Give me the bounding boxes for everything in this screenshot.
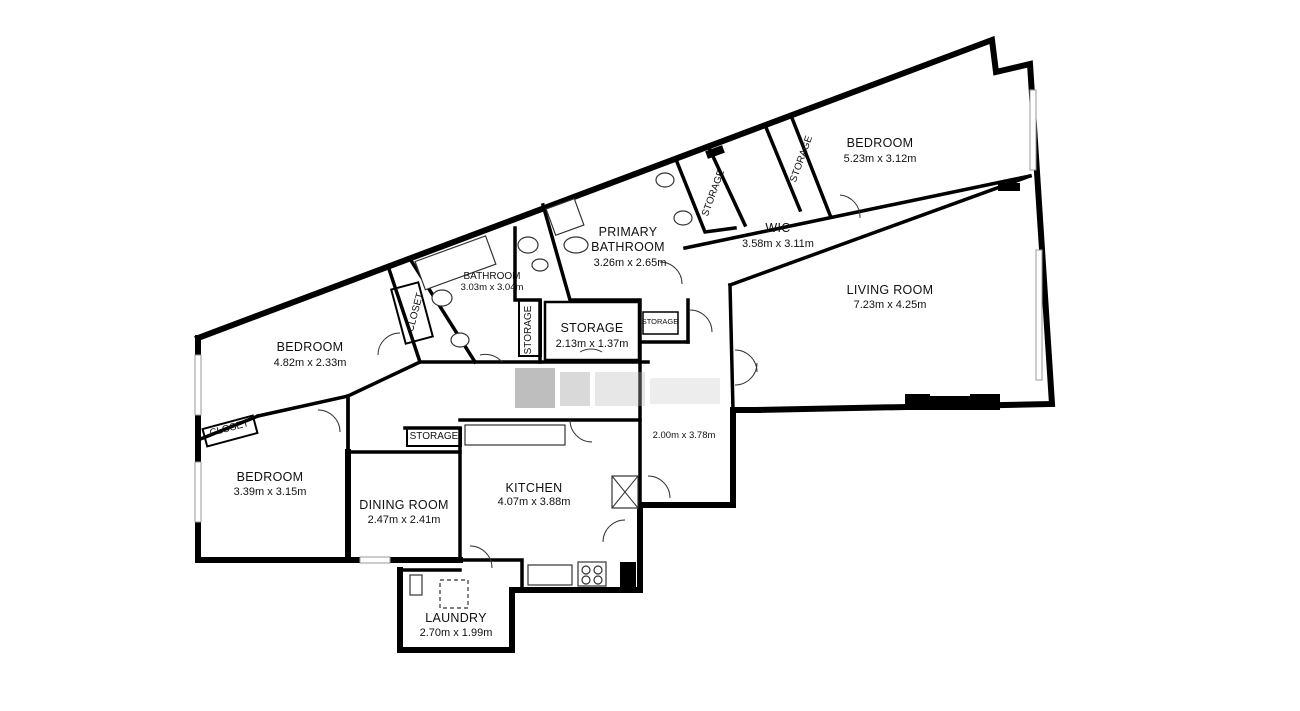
wic-dims: 3.58m x 3.11m [742,238,814,250]
hall-dims: 2.00m x 3.78m [653,430,716,441]
living-room-name: LIVING ROOM [847,283,934,297]
door-swings [317,194,861,569]
laundry-name: LAUNDRY [425,611,487,625]
primary-bathroom-name-1: PRIMARY [599,225,658,239]
fixtures [409,145,1020,609]
label-frames [201,281,679,448]
kitchen-dims: 4.07m x 3.88m [498,496,571,508]
bedroom-left-dims: 4.82m x 2.33m [274,357,347,369]
storage-b-name: STORAGE [788,134,815,184]
bedroom-left-name: BEDROOM [277,340,344,354]
bathroom-dims: 3.03m x 3.04m [461,282,524,293]
primary-bathroom-name-2: BATHROOM [591,240,665,254]
bedroom-right-name: BEDROOM [847,136,914,150]
bedroom-lower-name: BEDROOM [237,470,304,484]
storage-a-name: STORAGE [700,168,727,218]
interior-walls [195,115,1033,592]
wic-name: WIC [765,221,790,235]
bathroom-name: BATHROOM [463,271,520,282]
bedroom-right-dims: 5.23m x 3.12m [844,153,917,165]
dining-room-name: DINING ROOM [359,498,448,512]
room-labels: BEDROOM 5.23m x 3.12m PRIMARY BATHROOM 3… [209,134,934,639]
kitchen-name: KITCHEN [506,481,563,495]
primary-bathroom-dims: 3.26m x 2.65m [594,257,667,269]
storage-main-dims: 2.13m x 1.37m [556,338,629,350]
storage-c-name: STORAGE [523,305,534,354]
storage-d-name: STORAGE [642,317,679,326]
bedroom-lower-dims: 3.39m x 3.15m [234,486,307,498]
laundry-dims: 2.70m x 1.99m [420,627,493,639]
living-room-dims: 7.23m x 4.25m [854,299,927,311]
watermark-logo [515,368,720,408]
dining-room-dims: 2.47m x 2.41m [368,514,441,526]
storage-e-name: STORAGE [410,431,459,442]
windows [194,89,1043,564]
storage-main-name: STORAGE [561,321,624,335]
